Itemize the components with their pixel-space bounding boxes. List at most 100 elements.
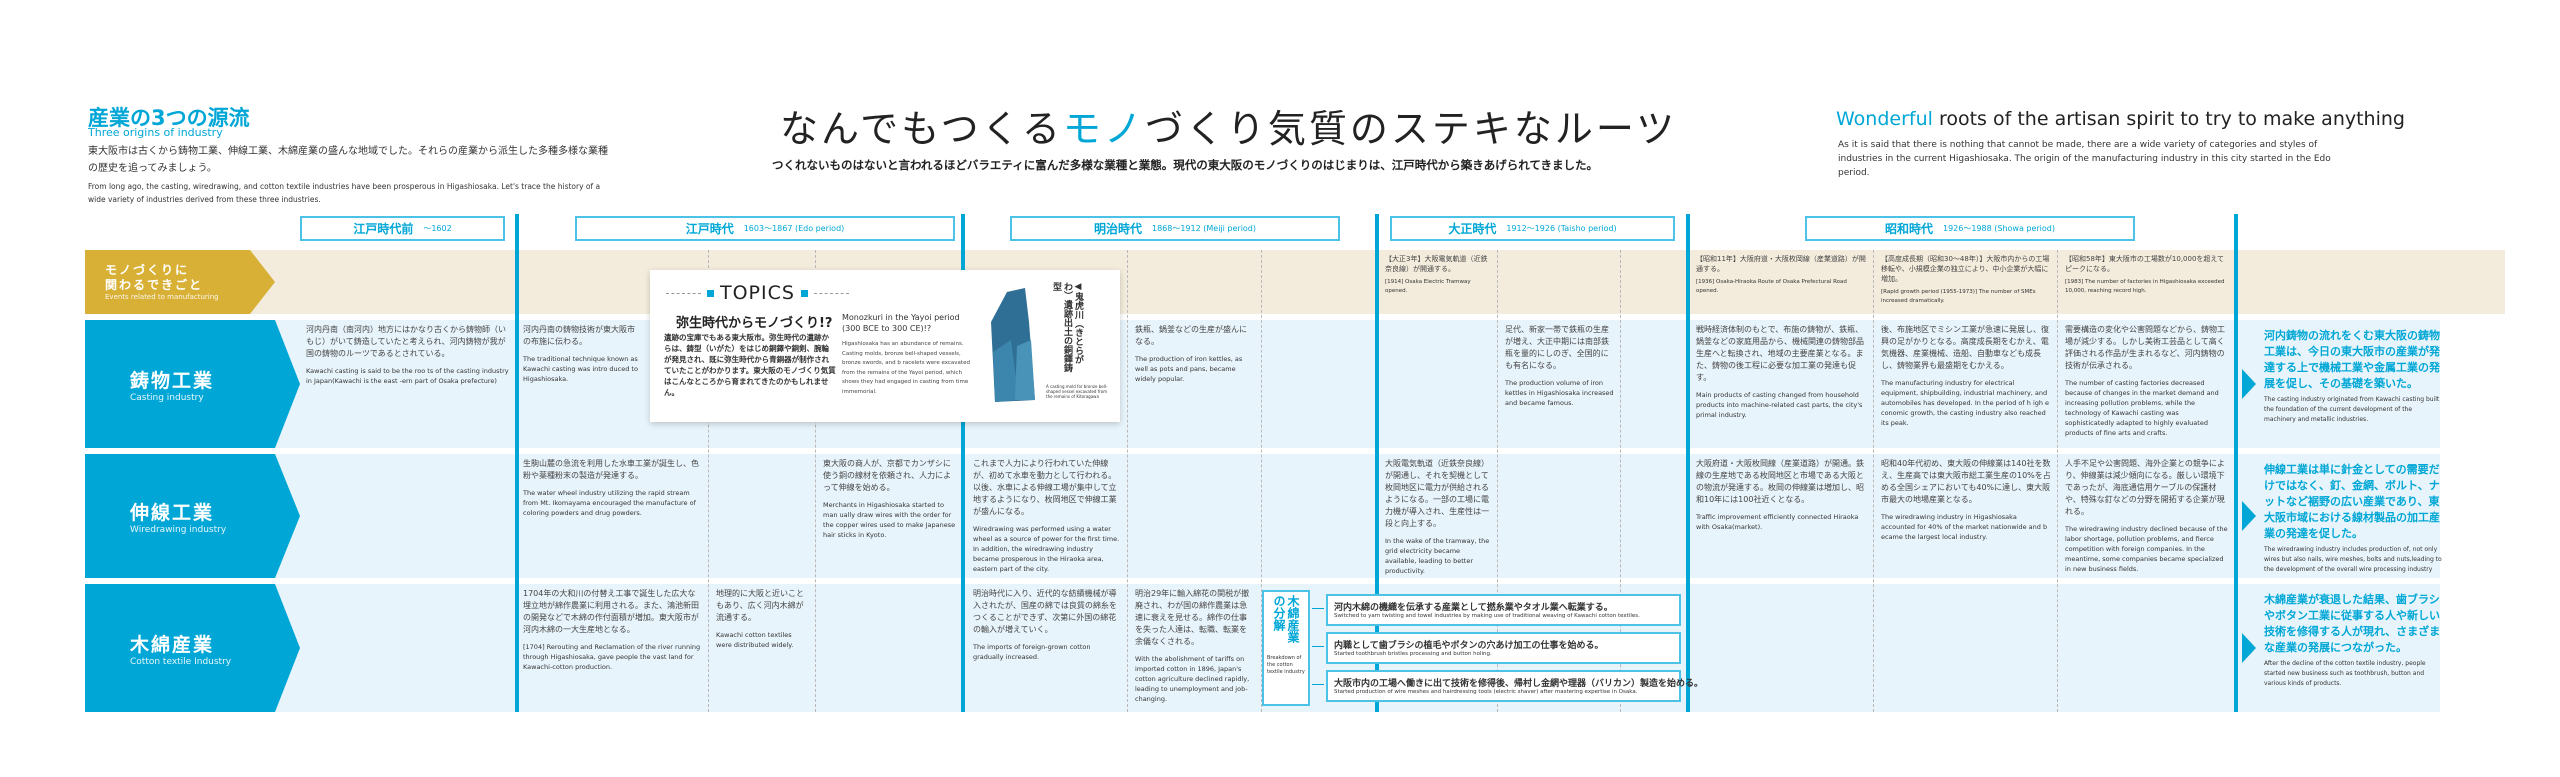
topics-title-jp: 弥生時代からモノづくり!? [676, 316, 833, 331]
cell-text-jp: 大阪府道・大阪枚岡線（産業道路）が開通。鉄線の生産地である枚岡地区と市場である大… [1696, 459, 1864, 504]
cell-text-jp: 【高度成長期（昭和30〜48年）】大阪市内からの工場移転や、小規模企業の独立によ… [1881, 255, 2050, 283]
timeline-cell: 1704年の大和川の付替え工事で誕生した広大な埋立地が綿作農業に利用される。また… [517, 584, 707, 712]
period-header: 江戸時代前〜1602 [300, 216, 505, 241]
row-label-en: Wiredrawing industry [130, 524, 227, 535]
column-divider [1497, 250, 1498, 712]
period-divider [961, 214, 965, 712]
timeline-cell: 河内丹南（南河内）地方にはかなり古くから鋳物師（いもじ）がいて鋳造していたと考え… [300, 320, 515, 448]
cell-text-jp: 地理的に大阪と近いこともあり、広く河内木綿が流通する。 [716, 589, 804, 622]
topics-heading: TOPICS [666, 282, 849, 304]
industry-row-bg [85, 320, 2440, 448]
breakdown-label-jp: 木綿産業の分解 [1272, 595, 1300, 643]
period-years: 1912〜1926 (Taisho period) [1506, 224, 1617, 233]
intro-subtitle: Three origins of industry [88, 126, 223, 139]
cell-text-en: Kawachi cotton textiles were distributed… [716, 631, 794, 649]
period-header: 明治時代 1868〜1912 (Meiji period) [1010, 216, 1340, 241]
cell-text-en: The number of casting factories decrease… [2065, 379, 2219, 437]
period-name: 江戸時代前 [353, 222, 414, 236]
period-divider [1686, 214, 1690, 712]
cell-text-jp: 後、布施地区でミシン工業が急速に発展し、復興の足がかりとなる。高度成長期をむかえ… [1881, 325, 2049, 370]
column-divider [2057, 250, 2058, 712]
cell-text-en: [1914] Osaka Electric Tramway opened. [1385, 279, 1471, 294]
cell-text-en: Merchants in Higashiosaka started to man… [823, 501, 956, 539]
arrow-icon [1312, 684, 1324, 685]
cell-text-jp: 生駒山麓の急流を利用した水車工業が誕生し、色粉や薬種粉末の製造が発達する。 [523, 459, 699, 480]
divider [666, 292, 701, 294]
topics-title-en: Monozkuri in the Yayoi period (300 BCE t… [842, 313, 960, 333]
cell-text-jp: 鉄瓶、鍋釜などの生産が盛んになる。 [1135, 325, 1247, 346]
page-subtitle: つくれないものはないと言われるほどバラエティに富んだ多様な業種と業態。現代の東大… [772, 158, 1599, 172]
period-years: 1868〜1912 (Meiji period) [1151, 224, 1257, 233]
topics-body-jp: 遺跡の宝庫でもある東大阪市。弥生時代の遺跡からは、鋳型（いがた）をはじめ銅鐸や銅… [664, 333, 836, 397]
cell-text-jp: 大阪電気軌道（近鉄奈良線）が開通し、それを契機として枚岡地区に電力が供給されるよ… [1385, 459, 1490, 528]
cell-text-jp: 【昭和58年】東大阪市の工場数が10,000を超えてピークになる。 [2065, 255, 2225, 273]
cell-text-jp: これまで人力により行われていた伸線が、初めて水車を動力として行われる。以後、水車… [973, 459, 1117, 516]
timeline-cell: 【高度成長期（昭和30〜48年）】大阪市内からの工場移転や、小規模企業の独立によ… [1875, 250, 2057, 314]
cell-text-jp: 東大阪の商人が、京都でカンザシに使う銅の線材を依頼され、人力によって伸線を始める… [823, 459, 952, 492]
breakdown-item-en: Started toothbrush bristles processing a… [1334, 651, 1492, 657]
english-title: Wonderful roots of the artisan spirit to… [1836, 108, 2405, 130]
timeline-cell: 人手不足や公害問題、海外企業との競争により、伸線業は減少傾向になる。厳しい環境下… [2059, 454, 2234, 578]
timeline-cell: 【大正3年】大阪電気軌道（近鉄奈良線）が開通する。[1914] Osaka El… [1379, 250, 1497, 314]
row-label-en: Casting industry [130, 392, 204, 403]
column-divider [708, 250, 709, 712]
arrow-icon [1312, 646, 1324, 647]
timeline-cell: 戦時経済体制のもとで、布施の鋳物が、鉄瓶、鍋釜などの家庭用品から、機械関連の鋳物… [1690, 320, 1873, 448]
divider [813, 292, 849, 294]
row-label-en: Cotton textile Industry [130, 656, 232, 667]
cell-text-jp: 昭和40年代初め、東大阪の伸線業は140社を数え、生産高では東大阪市総工業生産の… [1881, 459, 2051, 504]
cell-text-jp: 河内丹南（南河内）地方にはかなり古くから鋳物師（いもじ）がいて鋳造していたと考え… [306, 325, 506, 358]
cell-text-en: Wiredrawing was performed using a water … [973, 525, 1120, 573]
timeline-cell: 後、布施地区でミシン工業が急速に発展し、復興の足がかりとなる。高度成長期をむかえ… [1875, 320, 2057, 448]
period-name: 大正時代 [1448, 222, 1497, 236]
topics-label: TOPICS [720, 282, 795, 304]
cell-text-en: The wiredrawing industry in Higashiosaka… [1881, 513, 2048, 541]
english-intro: As it is said that there is nothing that… [1838, 140, 2331, 178]
title-part: づくり気質のステキなルーツ [1144, 107, 1678, 151]
square-icon [800, 289, 808, 297]
period-name: 江戸時代 [685, 222, 734, 236]
cell-text-en: In the wake of the tramway, the grid ele… [1385, 537, 1490, 575]
cell-text-en: The imports of foreign-grown cotton grad… [973, 643, 1091, 661]
english-title-accent: Wonderful [1836, 108, 1933, 130]
period-years: 1603〜1867 (Edo period) [743, 224, 845, 233]
timeline-cell: 【昭和58年】東大阪市の工場数が10,000を超えてピークになる。[1983] … [2059, 250, 2234, 314]
timeline-cell: 需要構造の変化や公害問題などから、鋳物工場が減少する。しかし美術工芸品として高く… [2059, 320, 2234, 448]
breakdown-label: 木綿産業の分解 Breakdown of the cotton textile … [1262, 590, 1310, 706]
cell-text-en: [1936] Osaka-Hiraoka Route of Osaka Pref… [1696, 279, 1847, 294]
arrow-right-icon [2242, 633, 2256, 663]
timeline-cell: 大阪電気軌道（近鉄奈良線）が開通し、それを契機として枚岡地区に電力が供給されるよ… [1379, 454, 1497, 578]
arrow-icon [1312, 608, 1324, 609]
period-divider [515, 214, 519, 712]
row-label-en: Events related to manufacturing [105, 293, 219, 301]
industry-row-bg [85, 454, 2440, 578]
intro-body-en: From long ago, the casting, wiredrawing,… [88, 182, 601, 204]
cell-text-jp: 人手不足や公害問題、海外企業との競争により、伸線業は減少傾向になる。厳しい環境下… [2065, 459, 2225, 516]
breakdown-item-en: Started production of wire meshes and ha… [1334, 689, 1638, 695]
cell-text-en: [1704] Rerouting and Reclamation of the … [523, 643, 701, 671]
period-divider [2234, 214, 2238, 712]
period-name: 明治時代 [1093, 222, 1142, 236]
period-name: 昭和時代 [1884, 222, 1933, 236]
timeline-cell: 昭和40年代初め、東大阪の伸線業は140社を数え、生産高では東大阪市総工業生産の… [1875, 454, 2057, 578]
breakdown-item: 大阪市内の工場へ働きに出て技術を修得後、帰村し金網や理器（バリカン）製造を始める… [1326, 670, 1703, 702]
timeline-cell: 河内丹南の鋳物技術が東大阪市の布施に伝わる。The traditional te… [517, 320, 647, 448]
cell-text-jp: 1704年の大和川の付替え工事で誕生した広大な埋立地が綿作農業に利用される。また… [523, 589, 699, 634]
breakdown-label-en: Breakdown of the cotton textile industry [1267, 655, 1305, 675]
summary-jp: 木綿産業が衰退した結果、歯ブラシやボタン工業に従事する人や新しい技術を修得する人… [2264, 593, 2441, 654]
column-divider [1620, 250, 1621, 712]
period-years: 〜1602 [423, 224, 452, 233]
summary-en: After the decline of the cotton textile … [2264, 660, 2426, 687]
row-label-jp: 鋳物工業 [130, 369, 215, 392]
events-row-bg [85, 250, 2505, 314]
cell-text-en: Kawachi casting is said to be the roo ts… [306, 367, 509, 385]
breakdown-item: 河内木綿の機織を伝承する産業として撚糸業やタオル業へ転業する。Switched … [1326, 594, 1681, 626]
period-header: 大正時代 1912〜1926 (Taisho period) [1390, 216, 1675, 241]
breakdown-item: 内職として歯ブラシの植毛やボタンの穴あけ加工の仕事を始める。Started to… [1326, 632, 1681, 664]
timeline-cell: 地理的に大阪と近いこともあり、広く河内木綿が流通する。 Kawachi cotto… [710, 584, 815, 712]
cell-text-jp: 明治29年に輸入綿花の関税が撤廃され、わが国の綿作農業は急速に衰えを見せる。綿作… [1135, 589, 1250, 646]
